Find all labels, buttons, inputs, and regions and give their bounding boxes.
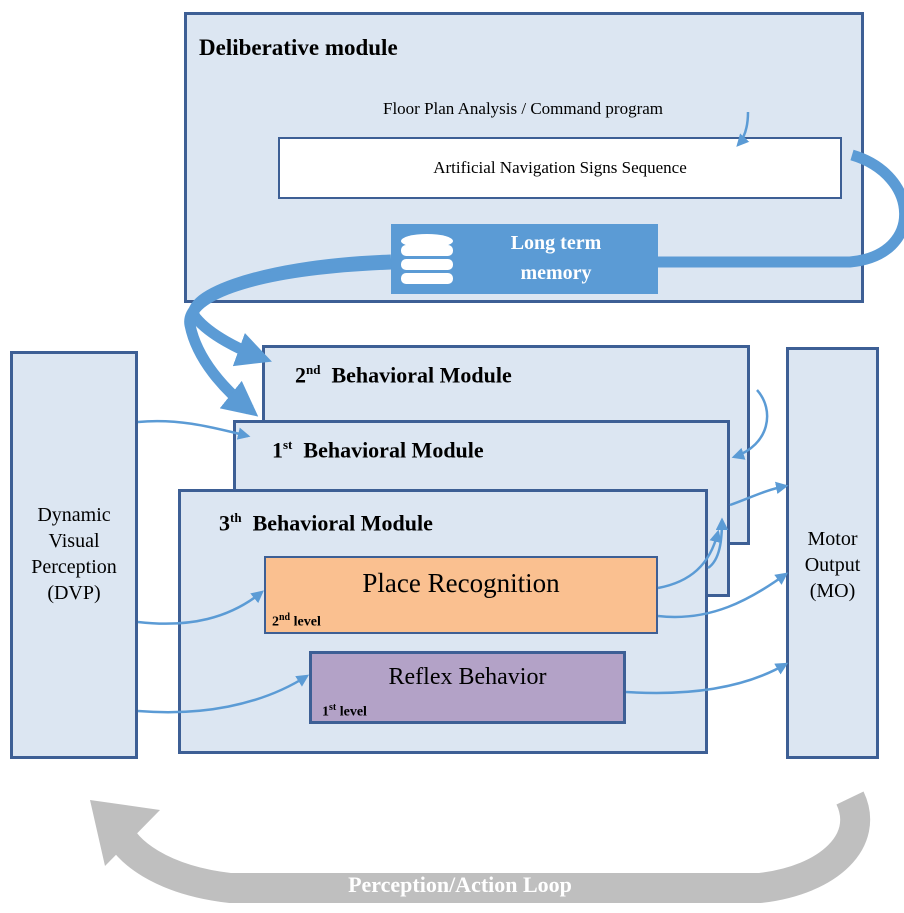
reflex-behavior-title: Reflex Behavior [388, 664, 547, 690]
reflex-level-text: level [339, 704, 367, 720]
place-recognition-title: Place Recognition [362, 568, 560, 598]
reflex-behavior-level: 1st level [322, 702, 367, 721]
motor-output-block: Motor Output (MO) [786, 347, 879, 759]
dvp-to-module-1-arrow [137, 419, 251, 440]
behavioral-module-3-label: Behavioral Module [252, 510, 433, 536]
dvp-label-line2: Visual [48, 530, 100, 552]
dvp-label: Dynamic Visual Perception (DVP) [13, 502, 135, 606]
dvp-label-line1: Dynamic [37, 504, 111, 526]
dvp-block: Dynamic Visual Perception (DVP) [10, 351, 138, 759]
motor-label-line1: Motor [807, 528, 858, 550]
motor-output-label: Motor Output (MO) [789, 526, 876, 604]
memory-label-line1: Long term [510, 232, 602, 254]
signs-sequence-label: Artificial Navigation Signs Sequence [433, 158, 687, 177]
motor-label-line2: Output [804, 554, 861, 576]
floor-plan-label: Floor Plan Analysis / Command program [383, 99, 664, 118]
behavioral-module-2-sup: nd [306, 362, 321, 377]
reflex-behavior-box: Reflex Behavior 1st level [309, 651, 626, 724]
loop-arrowhead [90, 800, 160, 866]
place-recognition-level: 2nd level [272, 612, 321, 631]
place-recognition-box: Place Recognition 2nd level [264, 556, 658, 634]
perception-action-loop-label: Perception/Action Loop [348, 872, 572, 897]
signs-sequence-box: Artificial Navigation Signs Sequence [278, 137, 842, 199]
place-level-num: 2 [272, 614, 279, 630]
dvp-label-line4: (DVP) [47, 582, 101, 604]
behavioral-module-2-label: Behavioral Module [331, 362, 512, 388]
database-icon [399, 232, 455, 286]
behavioral-module-3-sup: th [230, 510, 242, 525]
behavioral-module-2-title: 2nd Behavioral Module [295, 362, 512, 388]
behavioral-module-1-num: 1 [272, 437, 283, 463]
reflex-level-sup: st [329, 702, 337, 713]
long-term-memory: Long term memory [391, 224, 658, 294]
deliberative-module-title: Deliberative module [199, 35, 398, 60]
place-level-text: level [293, 614, 321, 630]
dvp-label-line3: Perception [31, 556, 117, 578]
motor-label-line3: (MO) [809, 580, 856, 602]
behavioral-module-1-label: Behavioral Module [303, 437, 484, 463]
behavioral-module-1-sup: st [283, 437, 293, 452]
memory-label-line2: memory [520, 262, 592, 284]
behavioral-module-1-title: 1st Behavioral Module [272, 437, 484, 463]
behavioral-module-2-num: 2 [295, 362, 306, 388]
behavioral-module-3-num: 3 [219, 510, 230, 536]
place-level-sup: nd [279, 612, 291, 623]
reflex-level-num: 1 [322, 704, 329, 720]
behavioral-module-3-title: 3th Behavioral Module [219, 510, 433, 536]
